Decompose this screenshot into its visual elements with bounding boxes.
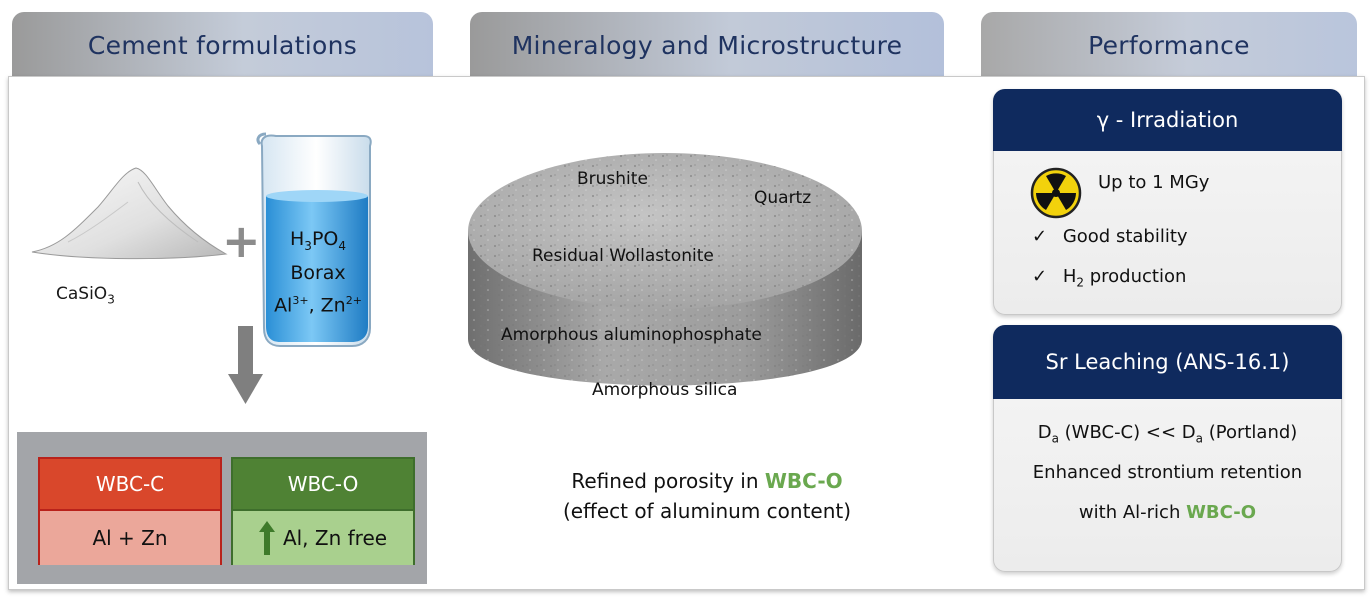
stability-item: ✓ Good stability [1032, 226, 1188, 247]
check-icon: ✓ [1032, 226, 1048, 247]
up-arrow-icon [258, 521, 275, 555]
al-rich-text: with Al-rich WBC-O [1078, 502, 1257, 523]
casio3-label: CaSiO3 [56, 284, 115, 307]
beaker-icon [256, 132, 372, 347]
phase-brushite: Brushite [577, 169, 648, 189]
h3po4-label: H3PO4 [290, 228, 346, 253]
borax-label: Borax [290, 261, 346, 284]
header-mineralogy: Mineralogy and Microstructure [470, 12, 944, 78]
wbc-c-card: WBC-C Al + Zn [38, 457, 222, 565]
leaching-title: Sr Leaching (ANS-16.1) [993, 325, 1342, 399]
irradiation-panel: γ - Irradiation Up to 1 MGy ✓ Good stabi… [993, 89, 1342, 315]
phase-amorphous-aluminophosphate: Amorphous aluminophosphate [501, 325, 762, 345]
wbc-o-detail: Al, Zn free [282, 526, 388, 550]
microstructure-caption: Refined porosity in WBC-O (effect of alu… [562, 469, 852, 523]
cement-disk-illustration [468, 153, 862, 386]
ions-label: Al3+, Zn2+ [274, 293, 362, 317]
wbc-c-title: WBC-C [40, 459, 220, 509]
diffusivity-comparison: Da (WBC-C) << Da (Portland) [1037, 422, 1298, 446]
down-arrow-icon [228, 326, 263, 404]
header-cement-formulations: Cement formulations [12, 12, 433, 78]
leaching-panel: Sr Leaching (ANS-16.1) Da (WBC-C) << Da … [993, 325, 1342, 572]
wbc-o-detail-row: Al, Zn free [233, 509, 413, 565]
wbc-c-detail: Al + Zn [40, 509, 220, 565]
radiation-icon [1030, 167, 1082, 219]
h2-item: ✓ H2 production [1032, 266, 1187, 290]
check-icon: ✓ [1032, 266, 1048, 287]
wbc-o-title: WBC-O [233, 459, 413, 509]
powder-pile-icon [31, 167, 228, 260]
wbc-o-card: WBC-O Al, Zn free [231, 457, 415, 565]
phase-residual-wollastonite: Residual Wollastonite [532, 246, 714, 266]
plus-sign: + [222, 214, 261, 268]
dose-text: Up to 1 MGy [1098, 172, 1210, 193]
irradiation-title: γ - Irradiation [993, 89, 1342, 151]
beaker-contents: H3PO4 Borax Al3+, Zn2+ [272, 226, 364, 319]
phase-quartz: Quartz [754, 188, 812, 208]
retention-text: Enhanced strontium retention [1032, 462, 1303, 483]
header-performance: Performance [981, 12, 1357, 78]
phase-amorphous-silica: Amorphous silica [592, 380, 738, 400]
